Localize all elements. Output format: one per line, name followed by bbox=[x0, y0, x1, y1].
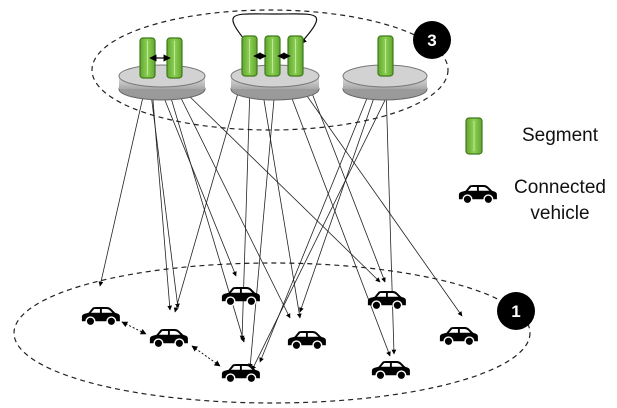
legend-vehicle-label-line1: Connected bbox=[514, 177, 606, 198]
connection-link bbox=[98, 87, 147, 287]
layer-3-badge-text: 3 bbox=[427, 31, 436, 50]
vehicle-car bbox=[287, 331, 326, 351]
vehicle-car bbox=[221, 364, 260, 384]
legend-vehicle-label-line2: vehicle bbox=[530, 203, 590, 224]
layer-1-badge: 1 bbox=[497, 292, 535, 330]
connection-link bbox=[309, 87, 386, 283]
connection-link bbox=[251, 85, 393, 371]
segment-block bbox=[241, 35, 258, 77]
platform-left bbox=[118, 64, 206, 101]
legend-segment-label: Segment bbox=[521, 125, 599, 146]
connection-link bbox=[247, 87, 278, 369]
vehicle-car bbox=[371, 361, 410, 381]
vehicle-car bbox=[81, 307, 120, 327]
vehicle-link-a bbox=[121, 321, 147, 335]
connection-links bbox=[98, 85, 463, 371]
connection-link bbox=[299, 85, 463, 317]
vehicle-car bbox=[221, 287, 260, 307]
connection-link bbox=[299, 85, 379, 313]
connection-link bbox=[383, 85, 397, 355]
vehicle-car bbox=[367, 291, 406, 311]
center-loop-arc bbox=[232, 13, 318, 45]
connection-link bbox=[287, 87, 391, 357]
vehicle-car bbox=[149, 329, 188, 349]
segment-icon bbox=[465, 117, 483, 155]
vehicle-car bbox=[439, 327, 478, 347]
segment-block bbox=[287, 35, 304, 77]
vehicle-link-b bbox=[191, 345, 221, 367]
car-icon bbox=[458, 185, 497, 205]
segment-block bbox=[264, 35, 281, 77]
connection-link bbox=[148, 85, 180, 309]
layer-1-badge-text: 1 bbox=[511, 302, 520, 321]
connection-link bbox=[259, 85, 373, 363]
connection-link bbox=[159, 87, 237, 277]
connection-link bbox=[173, 85, 242, 313]
layer-3-badge: 3 bbox=[413, 21, 451, 59]
segment-block bbox=[377, 35, 394, 77]
connection-link bbox=[175, 87, 291, 319]
